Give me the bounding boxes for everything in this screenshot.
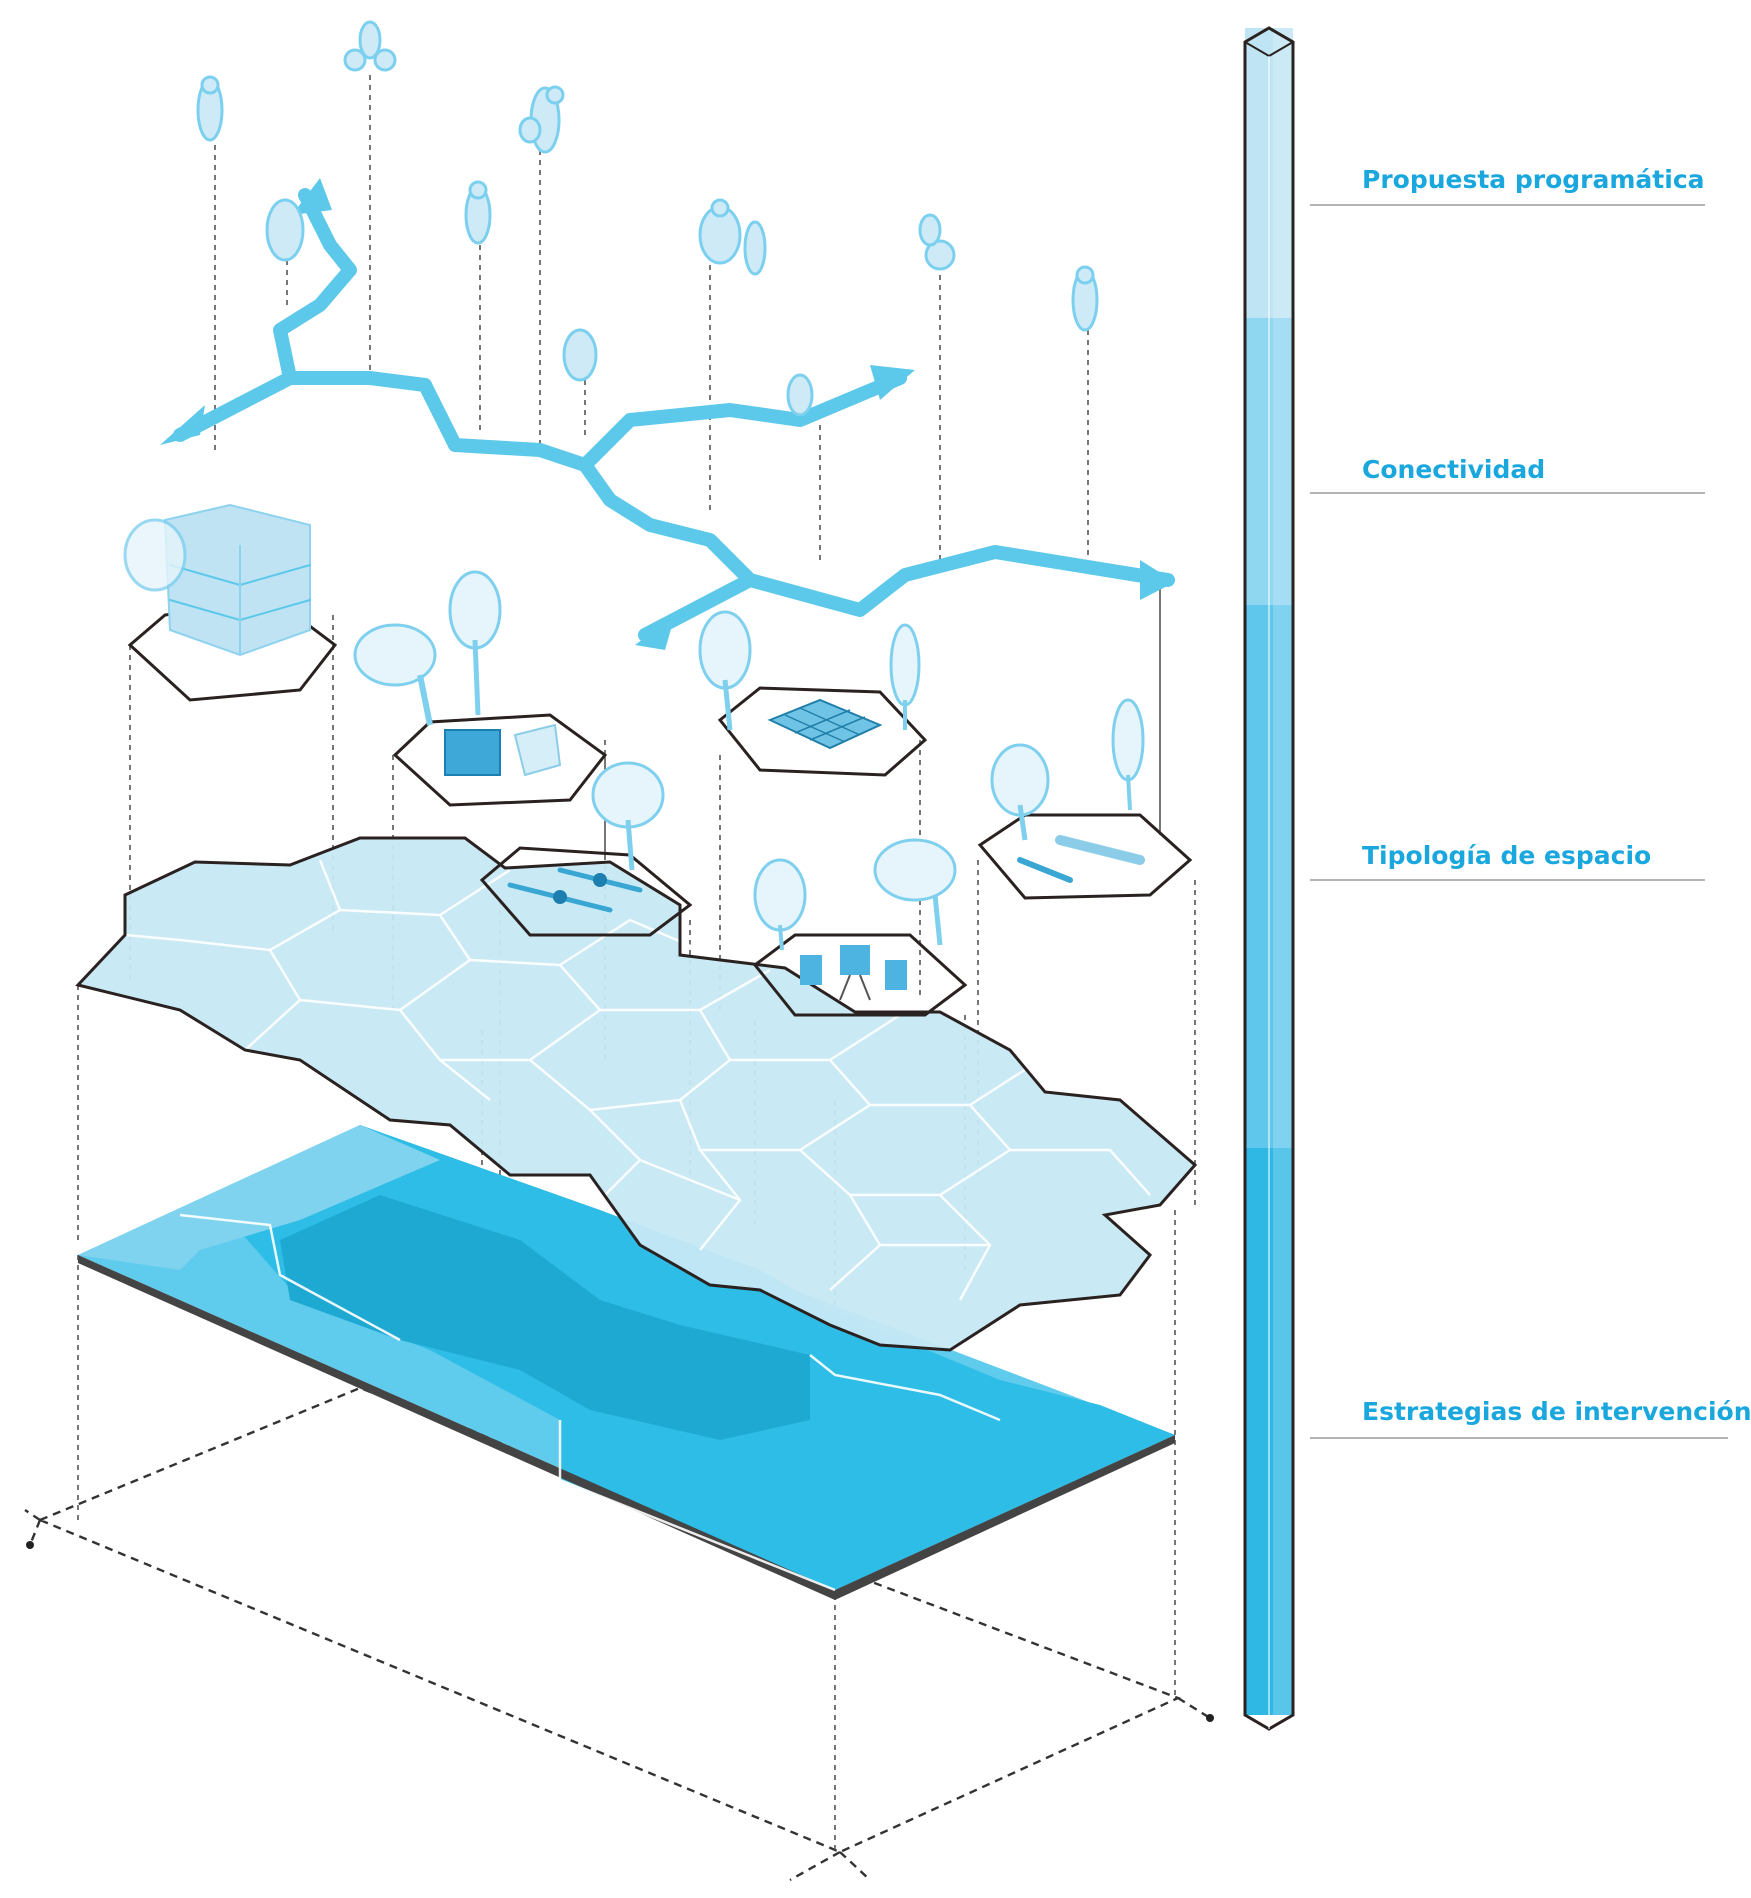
chess-board-icon — [767, 698, 883, 750]
dog-walker-icon — [518, 85, 565, 154]
arrow-icon — [635, 615, 675, 650]
arrow-icon — [292, 178, 332, 215]
layers-bar — [1243, 26, 1295, 1731]
arrow-icon — [870, 365, 915, 400]
arrow-icon — [160, 405, 205, 445]
person-icon — [265, 198, 305, 262]
layer-label-tipologia: Tipología de espacio — [1362, 841, 1651, 870]
tile-chess — [717, 686, 928, 777]
person-icon — [196, 75, 224, 142]
hex-cell-lines — [124, 859, 1151, 1301]
tree-icon — [353, 623, 437, 726]
tree-icon — [698, 610, 752, 731]
bar-segment-side-2 — [1273, 605, 1293, 1148]
tile-benches — [977, 813, 1193, 900]
people-icons — [196, 20, 1099, 417]
wheelchair-icon — [918, 213, 956, 271]
arrow-icon — [1140, 560, 1175, 600]
tile-building — [123, 503, 338, 702]
layer-label-conectividad: Conectividad — [1362, 455, 1545, 484]
bar-outline — [1243, 26, 1295, 1731]
tree-icon — [591, 761, 665, 871]
tree-icon — [889, 623, 921, 730]
layer-label-estrategias: Estrategias de intervención — [1362, 1397, 1751, 1426]
tree-icon — [990, 743, 1050, 841]
cafe-table-icon — [800, 945, 907, 1001]
tile-playground-cubes — [392, 713, 608, 807]
cyclist-icon — [343, 20, 397, 72]
person-icon — [562, 328, 598, 382]
tree-icon — [123, 518, 187, 592]
layer-label-propuesta: Propuesta programática — [1362, 165, 1705, 194]
tree-icon — [448, 570, 502, 716]
person-icon — [698, 198, 742, 265]
person-icon — [786, 373, 814, 417]
layer-estrategias-slab — [78, 1125, 1175, 1600]
tree-icon — [873, 838, 957, 946]
person-icon — [1071, 265, 1099, 332]
program-hex-tiles — [123, 503, 1193, 1017]
connectivity-paths — [160, 178, 1175, 650]
trees — [353, 570, 1145, 951]
base-dimension-box — [24, 1386, 1214, 1882]
bar-segment-side-1 — [1273, 318, 1293, 605]
bar-segment-side-0 — [1273, 28, 1293, 318]
person-icon — [464, 180, 492, 245]
layer-labels: Propuesta programática Conectividad Tipo… — [1310, 165, 1751, 1439]
layer-tipologia-hexgrid — [75, 836, 1198, 1352]
person-icon — [743, 220, 767, 276]
tree-icon — [1111, 698, 1145, 811]
tree-icon — [753, 858, 807, 951]
bench-icon — [1017, 835, 1145, 883]
building-icon — [163, 503, 311, 657]
tile-cafe — [752, 933, 968, 1017]
playground-icon — [507, 867, 643, 913]
bar-segment-side-3 — [1273, 1148, 1293, 1715]
tile-seesaw — [479, 846, 693, 937]
hexgrid-fill — [78, 838, 1195, 1350]
building-icon — [444, 729, 501, 776]
